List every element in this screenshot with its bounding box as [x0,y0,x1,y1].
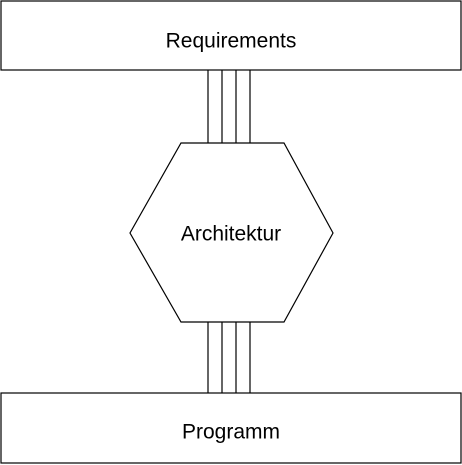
connector-top [207,70,251,143]
architektur-label: Architektur [181,223,281,246]
programm-box: Programm [0,392,462,464]
programm-box-frame [0,392,462,464]
requirements-box-frame [0,0,462,71]
programm-label: Programm [182,421,280,444]
requirements-box: Requirements [0,0,462,71]
connector-bottom [207,322,251,393]
architektur-hexagon-shape [129,142,334,323]
requirements-label: Requirements [166,30,297,53]
architektur-hexagon: Architektur [129,142,334,323]
